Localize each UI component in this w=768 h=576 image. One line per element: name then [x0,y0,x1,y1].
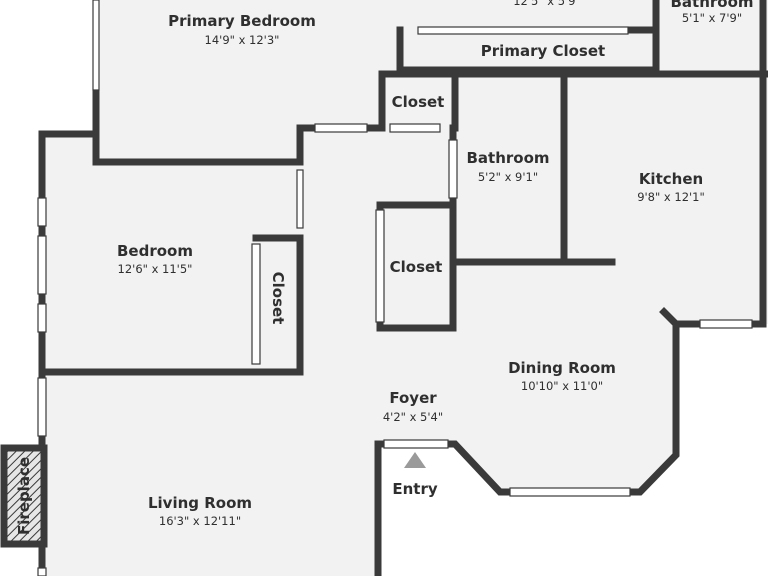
bathroom-top-name: Bathroom [670,0,753,11]
entry-arrow-icon [404,452,426,468]
foyer-dims: 4'2" x 5'4" [383,410,443,424]
primary-closet-name: Primary Closet [481,42,605,60]
kitchen-name: Kitchen [639,170,703,188]
fireplace-label: Fireplace [15,457,33,535]
closet-middle-name: Closet [390,258,443,276]
living-room-dims: 16'3" x 12'11" [159,514,241,528]
fireplace [0,444,48,548]
bedroom-name: Bedroom [117,242,193,260]
foyer-name: Foyer [389,389,437,407]
living-room-name: Living Room [148,494,252,512]
partial-room-dims: 12'5" x 5'9" [513,0,581,8]
entry-label: Entry [392,480,437,498]
primary-bedroom-name: Primary Bedroom [168,12,316,30]
primary-bedroom-dims: 14'9" x 12'3" [205,33,280,47]
windows [37,0,753,576]
bathroom-top-dims: 5'1" x 7'9" [682,11,742,25]
dining-room-dims: 10'10" x 11'0" [521,379,603,393]
dining-room-name: Dining Room [508,359,616,377]
closet-upper-name: Closet [392,93,445,111]
bedroom-closet-name: Closet [269,272,287,325]
floor-area [42,0,768,576]
bedroom-dims: 12'6" x 11'5" [118,262,193,276]
bathroom-dims: 5'2" x 9'1" [478,170,538,184]
bathroom-name: Bathroom [466,149,549,167]
kitchen-dims: 9'8" x 12'1" [637,190,705,204]
